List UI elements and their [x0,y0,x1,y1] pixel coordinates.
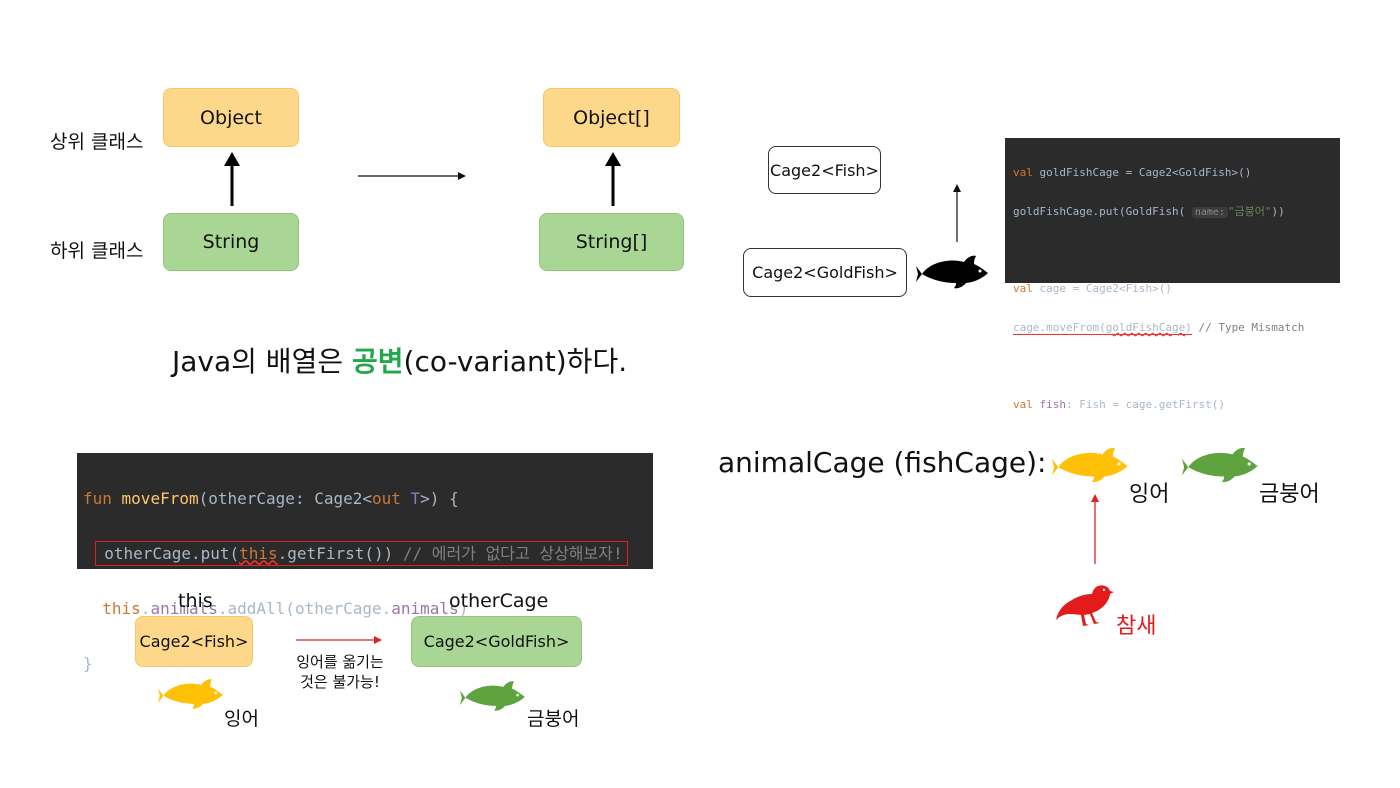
carp-label-bottom: 잉어 [224,708,259,730]
param-hint: name: [1191,206,1228,218]
goldfish-label-right: 금붕어 [1259,482,1320,507]
inheritance-arrow-left [224,152,240,206]
covariant-caption: Java의 배열은 공변(co-variant)하다. [172,340,627,380]
other-cage-label: otherCage [449,590,549,612]
code-token: "금붕어" [1227,204,1272,218]
code-token: cage = Cage2<Fish>() [1032,282,1172,296]
orange-fish-icon [1052,447,1128,483]
note-line: 잉어를 옮기는 [296,653,384,671]
other-cage-box: Cage2<GoldFish> [411,616,582,667]
code-token: out [372,488,401,508]
green-fish-icon [1182,447,1258,483]
goldfish-label-bottom: 금붕어 [527,708,580,730]
sparrow-label: 참새 [1116,614,1157,639]
move-impossible-note: 잉어를 옮기는 것은 불가능! [282,652,398,692]
code-token: )) [1271,204,1285,218]
super-class-label: 상위 클래스 [50,131,144,153]
code-token: : Fish = cage.getFirst() [1066,397,1225,411]
code-token: val [1013,397,1033,411]
string-array-box: String[] [539,213,684,271]
code-token-error: goldFishCage [1105,320,1186,334]
red-bird-icon [1056,585,1114,626]
caption-highlight: 공변 [352,345,404,378]
code-comment: // 에러가 없다고 상상해보자! [393,543,623,563]
caption-suffix: (co-variant)하다. [403,345,628,378]
code-token: this [239,543,278,563]
transform-arrow [358,172,466,180]
code-token: goldFishCage = Cage2<GoldFish>() [1032,166,1252,180]
code-token: animals [391,598,459,618]
carp-label-right: 잉어 [1129,482,1170,507]
orange-fish-icon [158,679,223,709]
string-box: String [163,213,299,271]
code-line: otherCage.put(this.getFirst()) // 에러가 없다… [83,540,653,568]
code-token: (otherCage: Cage2< [198,488,372,508]
animal-cage-title: animalCage (fishCage): [718,446,1047,479]
code-panel-top: val goldFishCage = Cage2<GoldFish>() gol… [1005,138,1340,411]
code-line: } [83,650,653,678]
black-fish-icon [916,255,988,289]
code-token: ) [1185,320,1192,334]
note-line: 것은 불가능! [300,673,380,691]
code-line [1013,241,1340,260]
code-token: .getFirst()) [277,543,394,563]
code-token: otherCage.put( [104,543,240,563]
code-line: cage.moveFrom(goldFishCage) // Type Mism… [1013,318,1340,337]
caption-prefix: Java의 배열은 [172,345,352,378]
code-token: val [1013,166,1033,180]
object-box: Object [163,88,299,147]
code-line: val goldFishCage = Cage2<GoldFish>() [1013,163,1340,182]
code-panel-bottom: fun moveFrom(otherCage: Cage2<out T>) { … [77,453,653,673]
up-arrow-thin [953,184,961,242]
code-token: ) [458,598,469,618]
red-arrow-right [296,636,382,644]
code-token: cage.moveFrom( [1013,320,1106,334]
sub-class-label: 하위 클래스 [50,240,144,262]
code-token: this [102,598,141,618]
code-line [1013,356,1340,375]
code-line: val cage = Cage2<Fish>() [1013,279,1340,298]
code-token: animals [150,598,218,618]
cage-goldfish-box: Cage2<GoldFish> [743,248,907,297]
code-token: goldFishCage.put(GoldFish( [1013,204,1192,218]
code-line: val fish: Fish = cage.getFirst() [1013,395,1340,414]
code-token: fish [1032,397,1066,411]
cage-fish-box: Cage2<Fish> [768,146,881,194]
error-highlight-box: otherCage.put(this.getFirst()) // 에러가 없다… [95,540,628,566]
code-line: this.animals.addAll(otherCage.animals) [83,595,653,623]
code-line: fun moveFrom(otherCage: Cage2<out T>) { [83,485,653,513]
this-label: this [178,590,213,612]
code-token: . [140,598,151,618]
code-token: T [400,488,421,508]
code-token: } [83,653,93,673]
red-up-arrow [1091,494,1099,564]
inheritance-arrow-right [605,152,621,206]
object-array-box: Object[] [543,88,680,147]
code-token: .addAll(otherCage. [217,598,392,618]
code-token: moveFrom [111,488,199,508]
code-token: fun [83,488,112,508]
code-token: >) { [420,488,459,508]
code-token: val [1013,282,1033,296]
code-comment: // Type Mismatch [1191,320,1305,334]
green-fish-icon [460,681,525,711]
this-cage-box: Cage2<Fish> [135,616,253,667]
code-line: goldFishCage.put(GoldFish( name:"금붕어")) [1013,202,1340,222]
